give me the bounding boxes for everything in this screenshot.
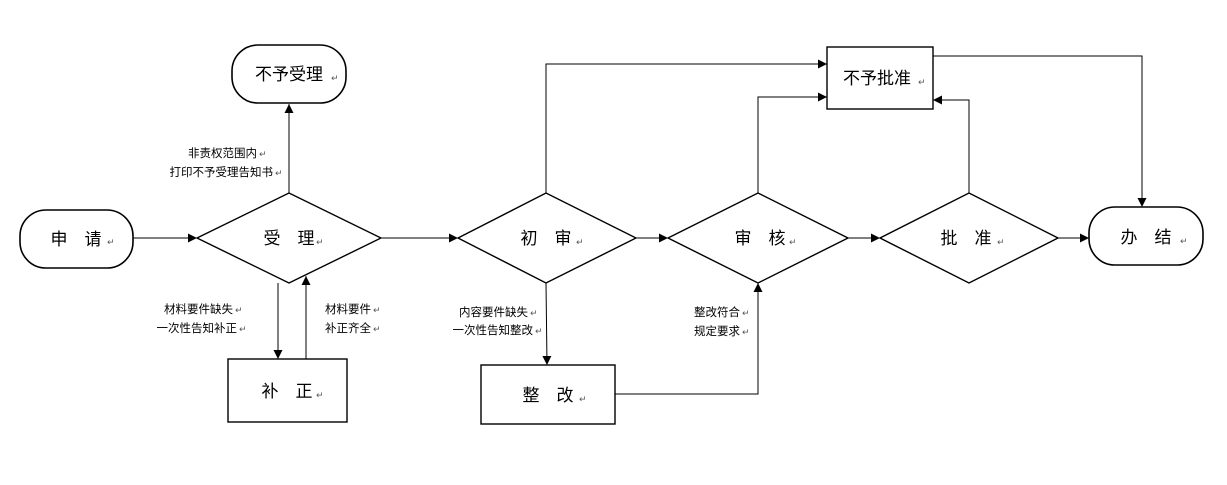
edge-reject-approve-complete — [933, 55, 1147, 207]
label-materials-complete: 材料要件 ↵ 补正齐全 ↵ — [325, 302, 381, 335]
svg-text:↵: ↵ — [373, 325, 381, 335]
svg-text:↵: ↵ — [742, 309, 750, 319]
label-out-of-scope: 非责权范围内 ↵ 打印不予受理告知书 ↵ — [170, 146, 283, 179]
svg-text:↵: ↵ — [316, 238, 324, 248]
svg-text:↵: ↵ — [275, 169, 283, 179]
label-content-missing-line1: 内容要件缺失 — [459, 305, 528, 319]
label-content-missing: 内容要件缺失 ↵ 一次性告知整改 ↵ — [453, 305, 543, 337]
svg-text:↵: ↵ — [331, 74, 339, 84]
svg-text:↵: ↵ — [259, 150, 267, 160]
svg-text:↵: ↵ — [918, 78, 926, 88]
node-approve: 批 准 ↵ — [878, 192, 1060, 284]
edge-audit-reject-approve — [757, 92, 827, 193]
edges — [133, 55, 1147, 395]
label-materials-missing: 材料要件缺失 ↵ 一次性告知补正 ↵ — [157, 302, 247, 335]
node-accept: 受 理 ↵ — [195, 192, 383, 284]
node-rectify: 整 改 ↵ — [480, 364, 616, 425]
svg-text:↵: ↵ — [742, 328, 750, 338]
label-materials-complete-line2: 补正齐全 — [325, 321, 371, 335]
edge-approve-reject-approve — [933, 95, 970, 193]
node-audit: 审 核 ↵ — [666, 192, 850, 284]
node-complete-label: 办 结 — [1121, 228, 1172, 248]
node-reject-approve-label: 不予批准 — [843, 69, 911, 89]
node-supplement-label: 补 正 — [262, 382, 313, 402]
svg-text:↵: ↵ — [235, 306, 243, 316]
svg-text:↵: ↵ — [576, 238, 584, 248]
label-materials-missing-line2: 一次性告知补正 — [157, 321, 238, 335]
node-reject-accept: 不予受理 ↵ — [231, 44, 347, 104]
svg-text:↵: ↵ — [530, 309, 538, 319]
node-audit-label: 审 核 — [735, 229, 786, 249]
svg-text:↵: ↵ — [1180, 237, 1188, 247]
label-out-of-scope-line1: 非责权范围内 — [188, 146, 257, 160]
node-supplement: 补 正 ↵ — [227, 358, 348, 423]
node-initial-review: 初 审 ↵ — [456, 192, 638, 284]
node-initial-review-label: 初 审 — [521, 229, 572, 249]
svg-text:↵: ↵ — [316, 391, 324, 401]
label-rectify-ok-line1: 整改符合 — [694, 305, 740, 319]
label-rectify-ok-line2: 规定要求 — [694, 324, 740, 338]
svg-text:↵: ↵ — [239, 325, 247, 335]
edge-initial-review-rectify — [542, 282, 552, 366]
label-out-of-scope-line2: 打印不予受理告知书 — [170, 165, 274, 179]
svg-text:↵: ↵ — [373, 306, 381, 316]
node-accept-label: 受 理 — [264, 229, 315, 249]
svg-text:↵: ↵ — [997, 238, 1005, 248]
edge-initial-review-reject-approve — [545, 59, 827, 193]
label-rectify-ok: 整改符合 ↵ 规定要求 ↵ — [694, 305, 750, 338]
edge-rectify-audit — [615, 283, 763, 395]
svg-text:↵: ↵ — [579, 395, 587, 405]
node-approve-label: 批 准 — [941, 229, 992, 249]
node-reject-accept-label: 不予受理 — [255, 65, 323, 85]
label-materials-complete-line1: 材料要件 — [325, 302, 371, 316]
node-complete: 办 结 ↵ — [1088, 206, 1204, 266]
svg-text:↵: ↵ — [535, 327, 543, 337]
node-apply: 申 请 ↵ — [19, 209, 134, 269]
node-apply-label: 申 请 — [51, 230, 102, 250]
svg-text:↵: ↵ — [789, 238, 797, 248]
label-content-missing-line2: 一次性告知整改 — [453, 323, 534, 337]
label-materials-missing-line1: 材料要件缺失 — [164, 302, 233, 316]
node-reject-approve: 不予批准 ↵ — [826, 46, 934, 110]
svg-text:↵: ↵ — [107, 238, 115, 248]
node-rectify-label: 整 改 — [523, 386, 574, 406]
